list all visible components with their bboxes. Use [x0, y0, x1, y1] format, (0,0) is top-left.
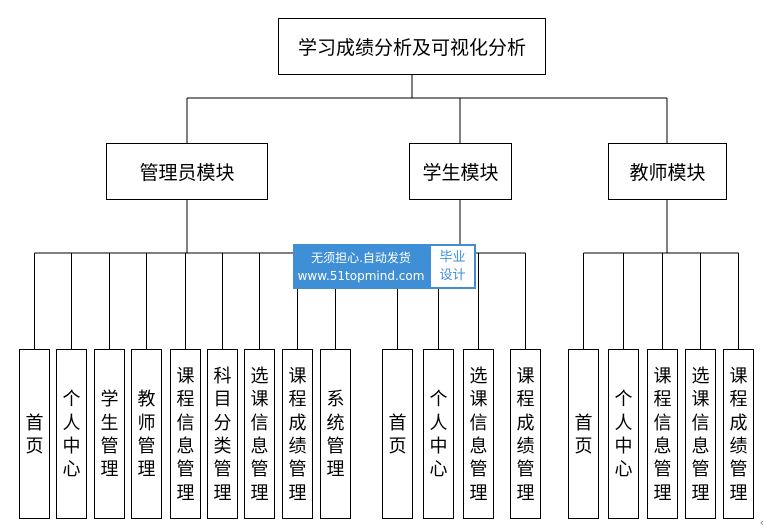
module-student-title: 学生模块	[422, 162, 499, 184]
leaf-node-2-1: 个人中心	[608, 349, 639, 519]
leaf-label: 课程成绩管理	[729, 365, 748, 504]
leaf-node-2-0: 首页	[568, 349, 599, 519]
leaf-label: 课程信息管理	[176, 365, 195, 504]
leaf-label: 课程信息管理	[653, 365, 672, 504]
leaf-node-1-1: 个人中心	[423, 349, 454, 519]
chevron-left-icon: ‹	[759, 516, 764, 529]
watermark-badge-line1: 毕业	[439, 249, 466, 265]
leaf-node-0-8: 系统管理	[320, 349, 351, 519]
module-teacher: 教师模块	[608, 143, 727, 200]
leaf-node-1-3: 课程成绩管理	[510, 349, 541, 519]
leaf-label: 个人中心	[429, 389, 448, 481]
leaf-label: 学生管理	[100, 389, 119, 481]
leaf-label: 选课信息管理	[250, 365, 269, 504]
leaf-label: 科目分类管理	[213, 365, 232, 504]
leaf-label: 首页	[574, 412, 593, 457]
leaf-label: 选课信息管理	[691, 365, 710, 504]
module-student: 学生模块	[409, 143, 512, 200]
leaf-label: 首页	[388, 412, 407, 457]
leaf-node-2-3: 选课信息管理	[685, 349, 716, 519]
leaf-label: 系统管理	[326, 389, 345, 481]
module-teacher-title: 教师模块	[629, 162, 706, 184]
module-admin-title: 管理员模块	[139, 162, 235, 184]
leaf-label: 个人中心	[62, 389, 81, 481]
watermark-badge-line2: 设计	[439, 267, 466, 283]
root-title: 学习成绩分析及可视化分析	[297, 37, 526, 59]
watermark-line2: www.51topmind.com	[297, 268, 425, 283]
leaf-label: 个人中心	[614, 389, 633, 481]
leaf-label: 教师管理	[137, 389, 156, 481]
root-node: 学习成绩分析及可视化分析	[278, 18, 546, 75]
leaf-label: 课程成绩管理	[288, 365, 307, 504]
leaf-node-2-4: 课程成绩管理	[723, 349, 754, 519]
watermark-badge: 毕业 设计	[429, 244, 476, 289]
leaf-label: 课程成绩管理	[516, 365, 535, 504]
leaf-node-1-0: 首页	[382, 349, 413, 519]
leaf-node-1-2: 选课信息管理	[463, 349, 494, 519]
leaf-node-0-3: 教师管理	[131, 349, 162, 519]
leaf-label: 选课信息管理	[469, 365, 488, 504]
leaf-node-0-6: 选课信息管理	[244, 349, 275, 519]
watermark-text-block: 无须担心.自动发货 www.51topmind.com	[293, 244, 429, 289]
leaf-node-0-5: 科目分类管理	[207, 349, 238, 519]
watermark: 无须担心.自动发货 www.51topmind.com 毕业 设计	[293, 244, 476, 289]
module-admin: 管理员模块	[106, 143, 268, 200]
leaf-node-0-2: 学生管理	[94, 349, 125, 519]
leaf-label: 首页	[25, 412, 44, 457]
leaf-node-0-1: 个人中心	[56, 349, 87, 519]
leaf-node-2-2: 课程信息管理	[647, 349, 678, 519]
watermark-line1: 无须担心.自动发货	[311, 250, 411, 265]
leaf-node-0-0: 首页	[19, 349, 50, 519]
leaf-node-0-4: 课程信息管理	[170, 349, 201, 519]
leaf-node-0-7: 课程成绩管理	[282, 349, 313, 519]
